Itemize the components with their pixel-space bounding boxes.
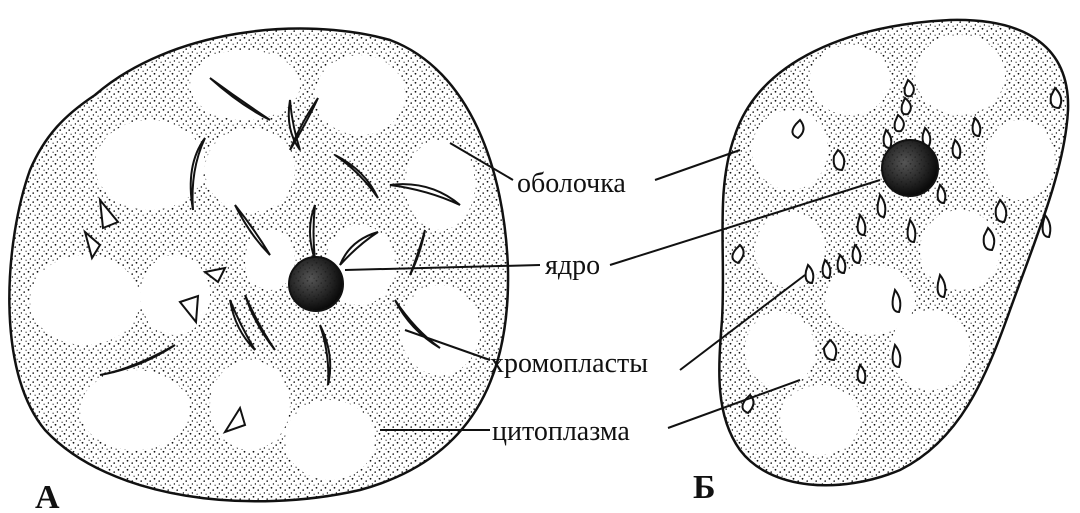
panel-label-a: А <box>35 479 60 513</box>
label-cytoplasm: цитоплазма <box>492 416 630 447</box>
panel-label-b: Б <box>693 469 715 506</box>
cell-b <box>719 20 1068 485</box>
label-chromoplasts: хромопласты <box>490 348 648 379</box>
cell-b-nucleus <box>882 140 938 196</box>
cell-a-nucleus <box>289 257 343 311</box>
label-membrane: оболочка <box>517 168 626 199</box>
label-nucleus: ядро <box>545 250 600 281</box>
